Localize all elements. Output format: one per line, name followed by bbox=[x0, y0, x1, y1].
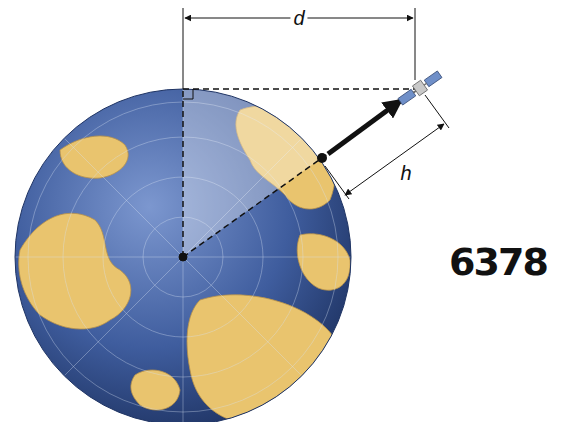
dimension-label: d bbox=[290, 8, 307, 28]
geometry-lines bbox=[179, 8, 449, 261]
handwritten-number: 6378 bbox=[449, 243, 547, 281]
dimension-label: h bbox=[397, 163, 414, 183]
earth-globe bbox=[10, 80, 360, 422]
satellite bbox=[397, 69, 443, 106]
